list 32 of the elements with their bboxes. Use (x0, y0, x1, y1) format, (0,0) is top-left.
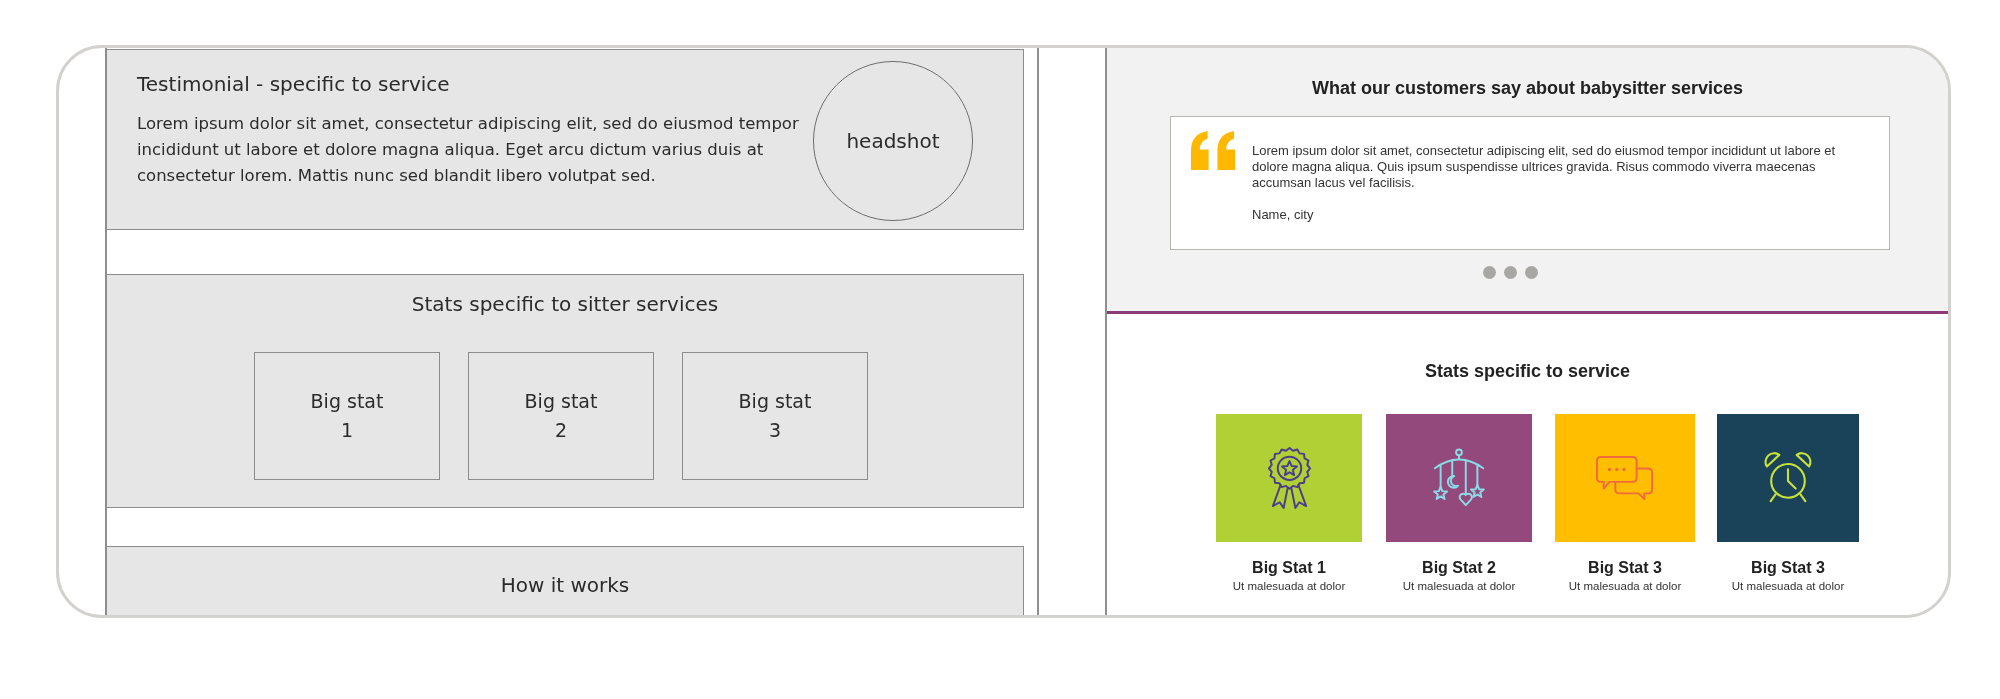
stat-caption: Ut malesuada at dolor (1731, 579, 1845, 593)
section-heading: How it works (500, 573, 630, 597)
headshot-label: headshot (846, 129, 940, 153)
testimonial-band (1107, 48, 1948, 314)
stat-tile (1555, 414, 1695, 542)
section-heading: Testimonial - specific to service (137, 72, 450, 96)
stat-label: Big stat 3 (737, 389, 813, 443)
stat-title: Big Stat 3 (1751, 558, 1825, 578)
stat-label: Big stat 2 (523, 389, 599, 443)
stat-tile (1216, 414, 1362, 542)
stat-title: Big Stat 1 (1252, 558, 1326, 578)
stat-box (254, 352, 440, 480)
testimonial-section (106, 49, 1024, 230)
stat-box (682, 352, 868, 480)
body-text: Lorem ipsum dolor sit amet, consectetur adipiscing elit, sed do eiusmod tempor incididunt ut labore et dolore magna aliqua. Eget arcu dictum varius duis at consectetur lorem. Mattis nunc sed blandit libero volutpat sed. (137, 113, 800, 187)
stat-box (468, 352, 654, 480)
how-it-works-section (106, 546, 1024, 615)
attribution: Name, city (1252, 207, 1314, 223)
quote-card (1170, 116, 1890, 250)
section-heading: Stats specific to sitter services (411, 292, 719, 316)
stat-title: Big Stat 2 (1422, 558, 1496, 578)
stat-tile (1717, 414, 1859, 542)
stat-tile (1386, 414, 1532, 542)
stat-caption: Ut malesuada at dolor (1568, 579, 1682, 593)
stat-title: Big Stat 3 (1588, 558, 1662, 578)
section-heading: Stats specific to service (1424, 360, 1631, 382)
quote-text: Lorem ipsum dolor sit amet, consectetur adipiscing elit, sed do eiusmod tempor incididunt ut labore et dolore magna aliqua. Quis ipsum suspendisse ultrices gravida. Risus commodo viverra maecenas accumsan lacus vel facilisis. (1252, 143, 1837, 191)
section-heading: What our customers say about babysitter services (1311, 77, 1744, 99)
stat-label: Big stat 1 (309, 389, 385, 443)
stat-caption: Ut malesuada at dolor (1232, 579, 1346, 593)
stats-section (106, 274, 1024, 508)
stat-caption: Ut malesuada at dolor (1402, 579, 1516, 593)
